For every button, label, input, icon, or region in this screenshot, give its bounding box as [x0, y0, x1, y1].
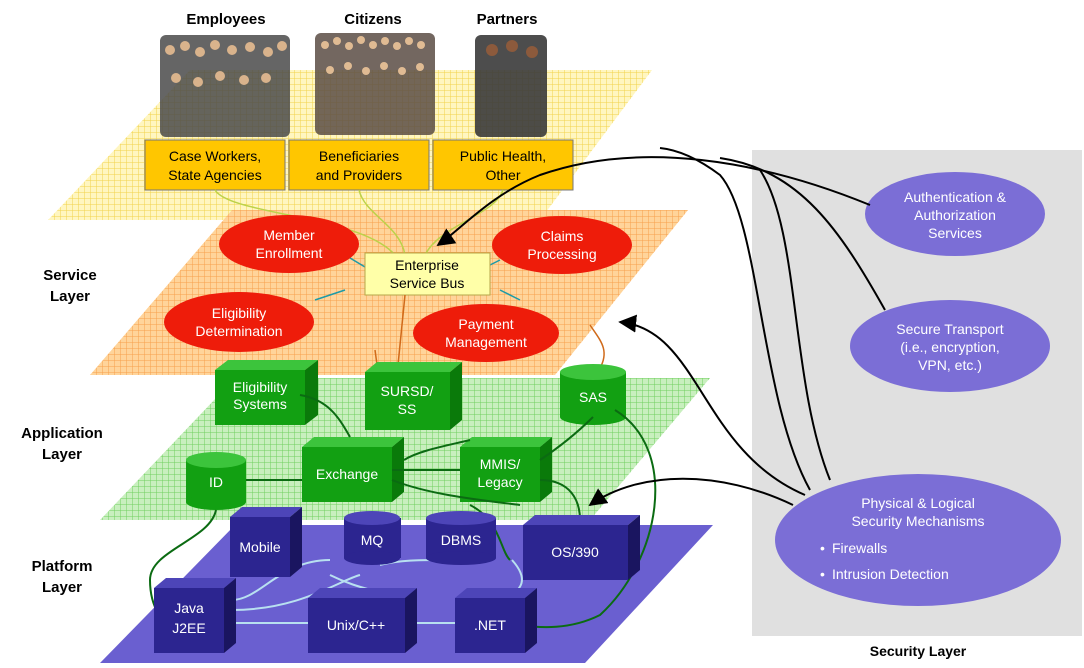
- service-layer-label: Service Layer: [43, 267, 96, 305]
- member-enrollment-line2: Enrollment: [256, 245, 323, 261]
- platform-unix-cpp: Unix/C++: [308, 588, 417, 653]
- service-layer-line2: Layer: [50, 288, 90, 305]
- bullet-firewalls: Firewalls: [832, 540, 887, 556]
- sursd-line1: SURSD/: [381, 383, 434, 399]
- transport-line3: VPN, etc.): [918, 357, 982, 373]
- esb-line2: Service Bus: [390, 275, 465, 291]
- entry-public-health-line1: Public Health,: [460, 148, 546, 164]
- claims-processing-line2: Processing: [527, 246, 596, 262]
- mmis-line2: Legacy: [477, 474, 522, 490]
- platform-dbms-cylinder: DBMS: [426, 511, 496, 565]
- employees-crowd-image: [160, 35, 290, 137]
- eligibility-determination-line2: Determination: [195, 323, 282, 339]
- id-label: ID: [209, 474, 223, 490]
- eligibility-systems-line1: Eligibility: [233, 379, 287, 395]
- entry-public-health-line2: Other: [485, 167, 520, 183]
- unix-label: Unix/C++: [327, 617, 385, 633]
- partners-label: Partners: [477, 11, 538, 28]
- claims-processing-line1: Claims: [541, 228, 584, 244]
- application-layer-line2: Layer: [42, 446, 82, 463]
- mobile-label: Mobile: [239, 539, 280, 555]
- mq-label: MQ: [361, 532, 384, 548]
- application-layer-line1: Application: [21, 425, 103, 442]
- app-exchange: Exchange: [302, 437, 404, 502]
- sursd-line2: SS: [398, 401, 417, 417]
- esb-line1: Enterprise: [395, 257, 459, 273]
- security-physical-logical: Physical & Logical Security Mechanisms •…: [775, 474, 1061, 606]
- physical-line2: Security Mechanisms: [851, 513, 984, 529]
- auth-line1: Authentication &: [904, 189, 1007, 205]
- employees-label: Employees: [186, 11, 265, 28]
- entry-box-public-health: Public Health, Other: [432, 139, 574, 191]
- exchange-label: Exchange: [316, 466, 378, 482]
- security-auth-services: Authentication & Authorization Services: [865, 172, 1045, 256]
- citizens-crowd-image: [315, 33, 435, 135]
- dbms-label: DBMS: [441, 532, 481, 548]
- app-eligibility-systems: Eligibility Systems: [215, 360, 318, 425]
- service-claims-processing: Claims Processing: [492, 216, 632, 274]
- partners-group-image: [475, 35, 547, 137]
- app-sursd: SURSD/ SS: [365, 362, 462, 430]
- sas-label: SAS: [579, 389, 607, 405]
- application-layer-label: Application Layer: [21, 425, 103, 463]
- security-arrows: [436, 147, 886, 507]
- eligibility-systems-line2: Systems: [233, 396, 287, 412]
- auth-line2: Authorization: [914, 207, 996, 223]
- os390-label: OS/390: [551, 544, 599, 560]
- physical-line1: Physical & Logical: [861, 495, 975, 511]
- service-layer-line1: Service: [43, 267, 96, 284]
- payment-management-line1: Payment: [458, 316, 513, 332]
- bullet-intrusion-dot: •: [820, 566, 825, 582]
- platform-os390: OS/390: [523, 515, 640, 580]
- platform-java-j2ee: Java J2EE: [154, 578, 236, 653]
- entry-box-case-workers: Case Workers, State Agencies: [144, 139, 286, 191]
- member-enrollment-line1: Member: [263, 227, 315, 243]
- entry-case-workers-line2: State Agencies: [168, 167, 261, 183]
- entry-beneficiaries-line2: and Providers: [316, 167, 402, 183]
- app-sas-cylinder: SAS: [560, 364, 626, 425]
- entry-beneficiaries-line1: Beneficiaries: [319, 148, 399, 164]
- bullet-intrusion: Intrusion Detection: [832, 566, 949, 582]
- security-layer-label: Security Layer: [870, 643, 967, 659]
- platform-dotnet: .NET: [455, 588, 537, 653]
- platform-layer-line2: Layer: [42, 579, 82, 596]
- transport-line2: (i.e., encryption,: [900, 339, 1000, 355]
- service-payment-management: Payment Management: [413, 304, 559, 362]
- service-eligibility-determination: Eligibility Determination: [164, 292, 314, 352]
- enterprise-service-bus: Enterprise Service Bus: [364, 252, 491, 296]
- citizens-label: Citizens: [344, 11, 402, 28]
- dotnet-label: .NET: [474, 617, 506, 633]
- platform-layer-line1: Platform: [32, 558, 93, 575]
- bullet-firewalls-dot: •: [820, 540, 825, 556]
- service-member-enrollment: Member Enrollment: [219, 215, 359, 273]
- transport-line1: Secure Transport: [896, 321, 1003, 337]
- auth-line3: Services: [928, 225, 982, 241]
- platform-mq-cylinder: MQ: [344, 511, 401, 565]
- security-secure-transport: Secure Transport (i.e., encryption, VPN,…: [850, 300, 1050, 392]
- entry-case-workers-line1: Case Workers,: [169, 148, 261, 164]
- eligibility-determination-line1: Eligibility: [212, 305, 266, 321]
- entry-box-beneficiaries: Beneficiaries and Providers: [288, 139, 430, 191]
- app-mmis-legacy: MMIS/ Legacy: [460, 437, 552, 502]
- payment-management-line2: Management: [445, 334, 527, 350]
- platform-layer-label: Platform Layer: [32, 558, 93, 596]
- platform-mobile: Mobile: [230, 507, 302, 577]
- app-id-cylinder: ID: [186, 452, 246, 510]
- java-line1: Java: [174, 600, 204, 616]
- java-line2: J2EE: [172, 620, 205, 636]
- mmis-line1: MMIS/: [480, 456, 521, 472]
